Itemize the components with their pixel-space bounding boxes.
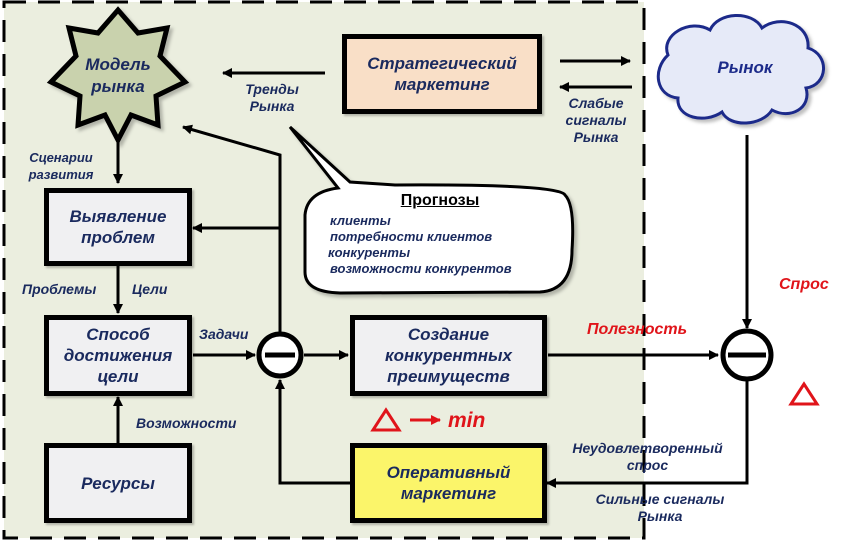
utility-label: Полезность [587,321,688,338]
market-model-label: Модель рынка [85,55,151,96]
operative-marketing-label: Оперативный маркетинг [386,463,511,503]
strong-signals-label: Сильные сигналы Рынка [595,491,725,524]
problems-label: Проблемы [22,281,97,297]
weak-signals-label: Слабые сигналы Рынка [565,95,627,145]
forecast-item: конкуренты [328,245,411,260]
forecast-item: клиенты [330,213,391,228]
forecast-callout-bubble [288,125,575,295]
forecast-item: потребности клиентов [330,229,493,244]
competitive-advantages-box[interactable]: Создание конкурентных преимуществ [350,315,547,396]
opportunities-label: Возможности [136,415,237,431]
market-cloud [656,14,825,125]
comparator-market [720,328,774,382]
strategic-marketing-box[interactable]: Стратегический маркетинг [342,34,542,114]
goal-method-box[interactable]: Способ достижения цели [44,315,192,396]
demand-label: Спрос [779,276,829,293]
comparator-internal [256,331,304,379]
forecast-item: возможности конкурентов [330,261,512,276]
operative-marketing-box[interactable]: Оперативный маркетинг [350,443,547,523]
problem-identification-label: Выявление проблем [69,207,167,247]
feedback-line-up [182,124,282,332]
delta-triangle-icon [370,407,402,432]
goals-label: Цели [132,281,168,297]
market-label: Рынок [717,58,773,77]
tasks-label: Задачи [199,326,249,342]
forecast-list: клиенты потребности клиентов конкуренты … [328,213,512,277]
resources-box[interactable]: Ресурсы [44,443,192,523]
arrow-operative-feedback [275,379,350,485]
development-scenarios-label: Сценарии развития [28,150,94,182]
unsatisfied-demand-label: Неудовлетворенный спрос [572,440,723,473]
resources-label: Ресурсы [81,473,155,493]
goal-method-label: Способ достижения цели [63,325,173,386]
competitive-advantages-label: Создание конкурентных преимуществ [384,325,512,386]
delta-min-label: min [448,409,486,432]
problem-identification-box[interactable]: Выявление проблем [44,188,192,266]
market-trends-label: Тренды Рынка [245,81,299,114]
forecast-title: Прогнозы [400,192,480,209]
arrow-unsatisfied-demand [546,380,749,488]
strategic-marketing-label: Стратегический маркетинг [367,54,517,94]
delta-triangle-market-icon [788,381,820,406]
